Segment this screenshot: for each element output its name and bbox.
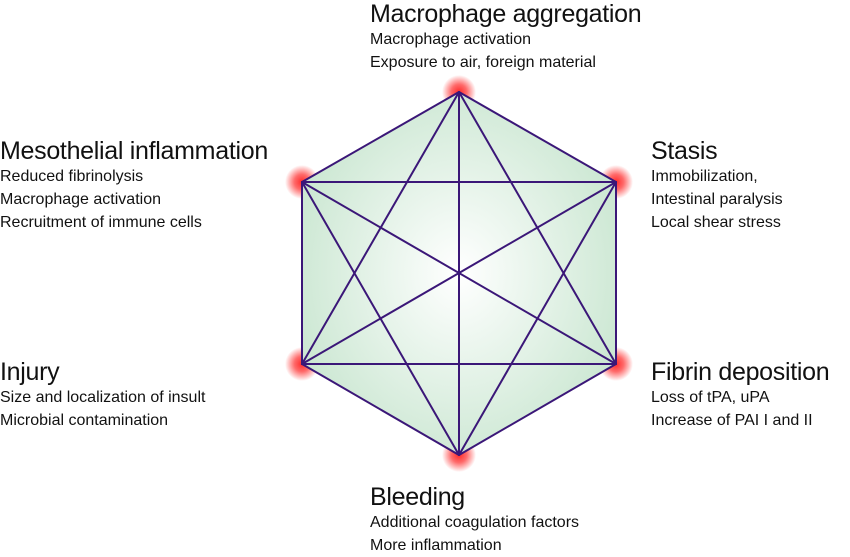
node-mesothelial-inflammation: Mesothelial inflammation Reduced fibrino… [0, 137, 268, 234]
node-title: Macrophage aggregation [370, 0, 642, 28]
edge-bleeding-to-mesothelial-inflammation [301, 181, 460, 456]
node-detail: Loss of tPA, uPA [651, 389, 770, 406]
node-detail: Immobilization, [651, 168, 758, 185]
node-title: Mesothelial inflammation [0, 137, 268, 165]
node-detail: Additional coagulation factors [370, 514, 580, 531]
node-title: Injury [0, 358, 60, 386]
node-title: Stasis [651, 137, 718, 165]
node-detail: Macrophage activation [0, 191, 161, 208]
node-detail: More inflammation [370, 537, 502, 554]
edge-fibrin-deposition-to-mesothelial-inflammation [301, 181, 617, 365]
node-stasis: Stasis Immobilization, Intestinal paraly… [651, 137, 783, 234]
node-detail: Size and localization of insult [0, 389, 206, 406]
node-detail: Exposure to air, foreign material [370, 54, 596, 71]
node-macrophage-aggregation: Macrophage aggregation Macrophage activa… [370, 0, 642, 74]
node-title: Fibrin deposition [651, 358, 830, 386]
node-detail: Recruitment of immune cells [0, 214, 202, 231]
edge-bleeding-to-injury [301, 363, 460, 456]
node-fibrin-deposition: Fibrin deposition Loss of tPA, uPA Incre… [651, 358, 830, 432]
edge-fibrin-deposition-to-bleeding [458, 363, 617, 456]
node-detail: Microbial contamination [0, 412, 169, 429]
node-detail: Reduced fibrinolysis [0, 168, 144, 185]
node-detail: Increase of PAI I and II [651, 412, 813, 429]
edge-macrophage-aggregation-to-stasis [458, 91, 617, 183]
node-detail: Intestinal paralysis [651, 191, 783, 208]
node-bleeding: Bleeding Additional coagulation factors … [370, 483, 579, 557]
node-injury: Injury Size and localization of insult M… [0, 358, 205, 432]
edge-macrophage-aggregation-to-mesothelial-inflammation [301, 91, 460, 183]
node-title: Bleeding [370, 483, 465, 511]
node-detail: Macrophage activation [370, 31, 531, 48]
node-detail: Local shear stress [651, 214, 781, 231]
